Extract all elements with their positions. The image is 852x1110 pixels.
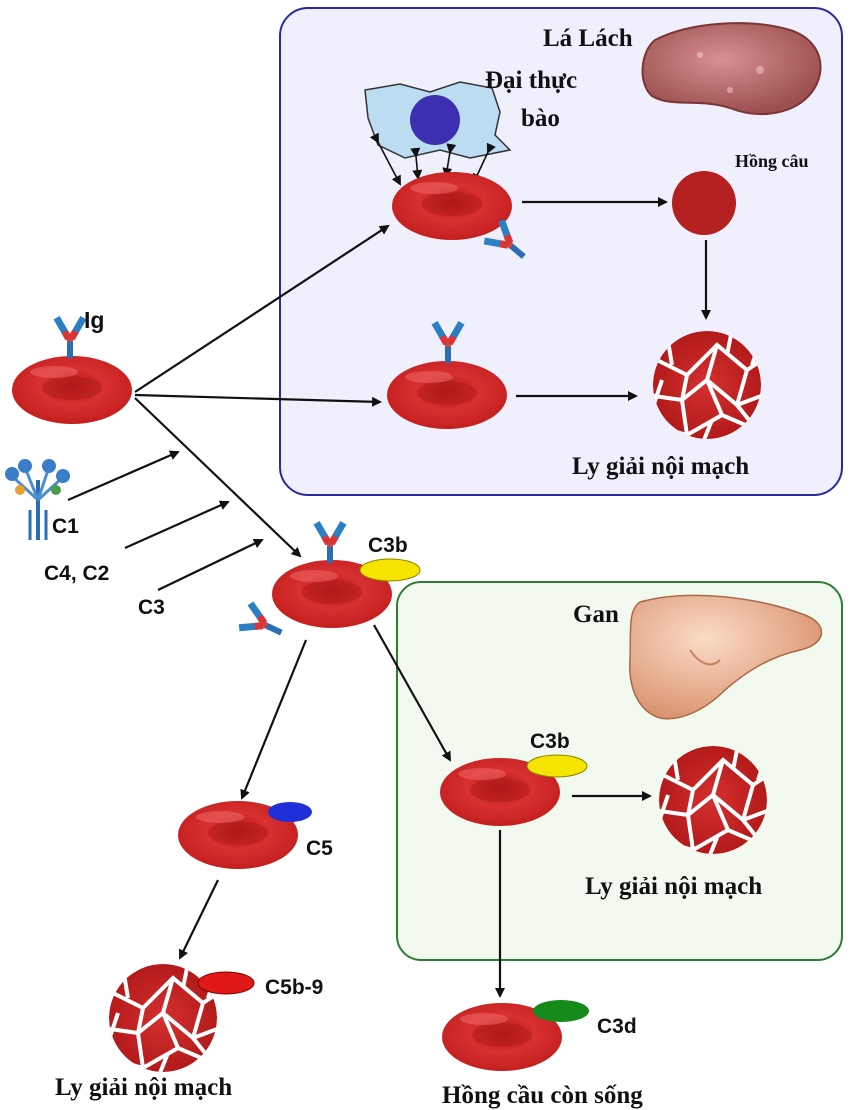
macrophage-label-line2: bào (521, 105, 560, 132)
rbc-spleen-ig (387, 361, 507, 429)
antibody-ig-icon (53, 315, 87, 358)
c5b9-blob (197, 971, 255, 995)
ig-label: Ig (84, 307, 104, 333)
arrow-c3b-to-liver (373, 624, 451, 762)
rbc-spleen-macrophage (392, 172, 512, 240)
rbc-label: Hồng câu (735, 151, 809, 171)
c3d-label: C3d (597, 1015, 637, 1038)
lysed-cell-spleen (653, 331, 761, 439)
c1-label: C1 (52, 515, 79, 538)
bottom-lysis-label: Ly giải nội mạch (55, 1074, 232, 1101)
c3-label: C3 (138, 596, 165, 619)
rbc-ig-bound (12, 356, 132, 424)
spleen-title: Lá Lách (543, 25, 633, 52)
liver-organ-icon (629, 594, 823, 720)
liver-c3b-label: C3b (530, 730, 570, 753)
liver-title: Gan (573, 601, 619, 628)
arrow-c4-c2 (124, 500, 230, 550)
spleen-lysis-label: Ly giải nội mạch (572, 453, 749, 480)
c1-complex-icon (5, 459, 70, 540)
macrophage-cell (364, 81, 512, 159)
macrophage-label-line1: Đại thực (485, 67, 577, 94)
lysed-cell-liver (659, 746, 767, 854)
c5-blob (268, 802, 312, 822)
liver-lysis-label: Ly giải nội mạch (585, 873, 762, 900)
spherocyte (672, 171, 736, 235)
spleen-organ-icon (641, 22, 822, 115)
arrow-ig-to-spleen-macrophage (134, 224, 390, 393)
arrow-c3b-to-c5 (240, 639, 308, 800)
arrow-ig-to-spleen-rbc (134, 393, 382, 407)
c3b-blob (359, 558, 421, 582)
surviving-rbc-label: Hồng cầu còn sống (442, 1082, 643, 1109)
arrow-c3 (157, 538, 264, 591)
c4-c2-label: C4, C2 (44, 562, 109, 585)
c3d-blob (533, 1000, 589, 1022)
c3b-liver-blob (526, 754, 588, 778)
antibody-c3b-top-icon (313, 520, 347, 563)
arrow-c1 (67, 450, 180, 502)
arrow-c5-to-c5b9 (179, 879, 219, 960)
arrow-ig-to-c3b (134, 397, 302, 558)
c5b9-label: C5b-9 (265, 976, 323, 999)
c3b-label: C3b (368, 534, 408, 557)
c5-label: C5 (306, 837, 333, 860)
arrows (67, 197, 711, 998)
lysed-cell-c5b9 (109, 964, 217, 1072)
